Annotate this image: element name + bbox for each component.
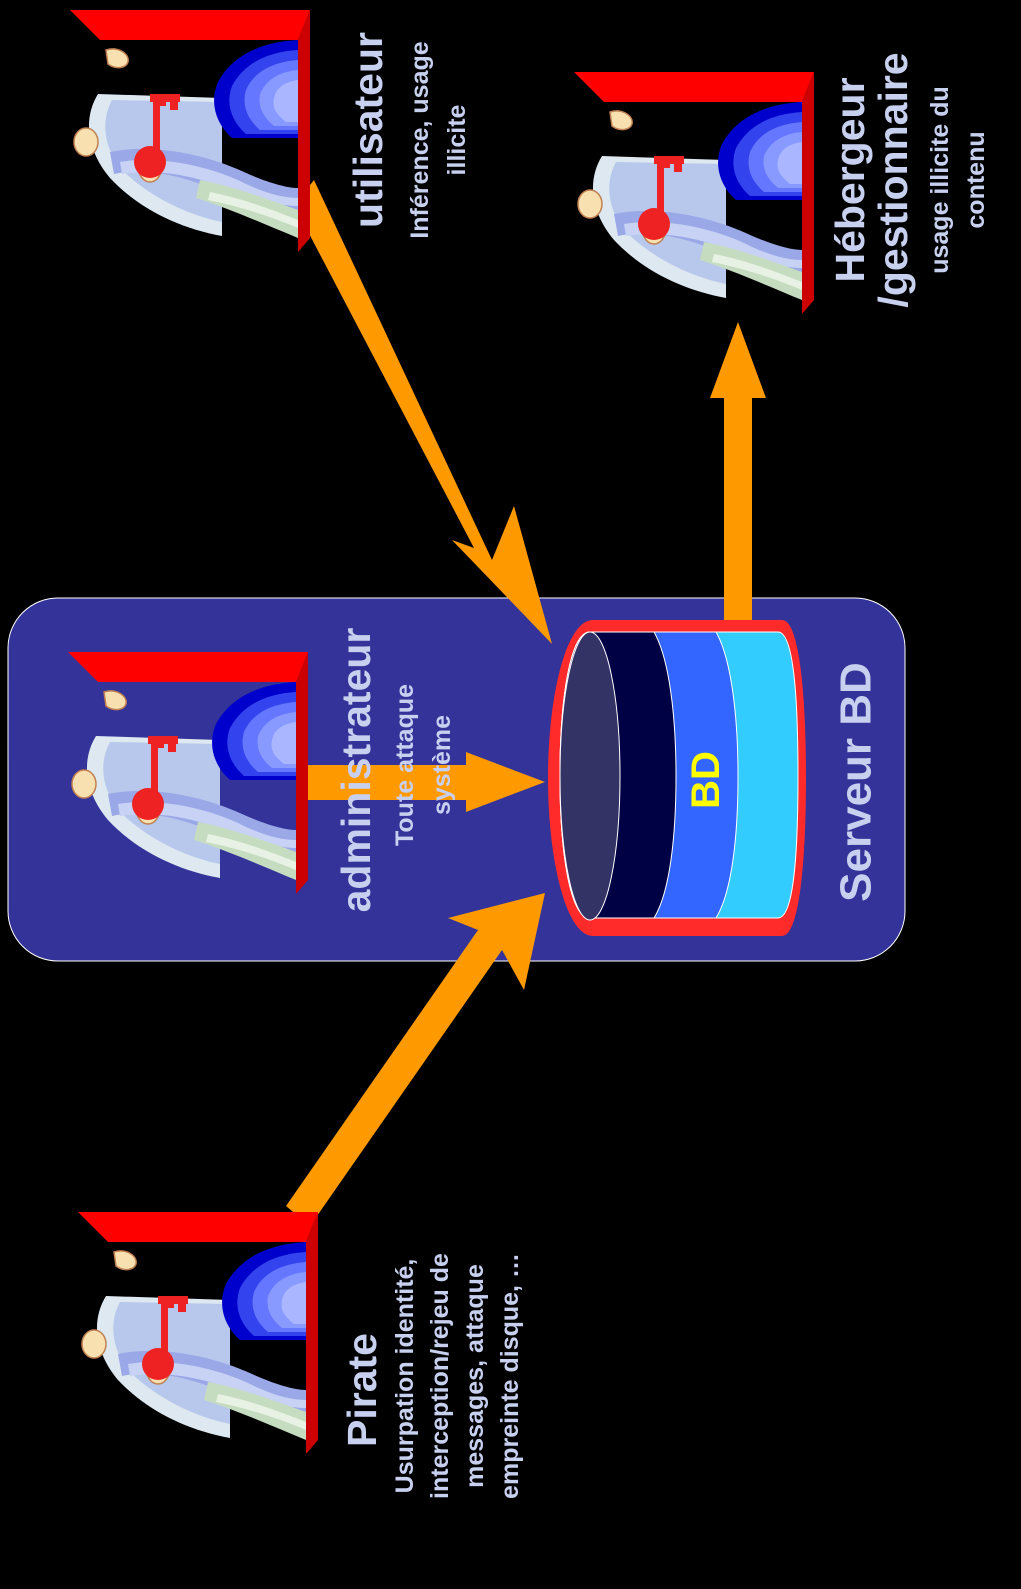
hebergeur-figure: [573, 71, 815, 315]
utilisateur-title: utilisateur: [345, 32, 391, 228]
db-label: BD: [684, 751, 728, 809]
hebergeur-description-line: contenu: [962, 131, 990, 228]
administrateur-description-line: système: [428, 715, 456, 815]
arrow-pirate-to-db: [286, 893, 545, 1226]
administrateur-description-line: Toute attaque: [391, 684, 419, 846]
hebergeur-description-line: usage illicite du: [926, 86, 954, 274]
utilisateur-description-line: Inférence, usage: [406, 41, 434, 238]
administrateur-title: administrateur: [333, 628, 379, 913]
arrow-utilisateur-to-db: [294, 180, 552, 644]
server-label: Serveur BD: [832, 662, 881, 902]
utilisateur-figure: [69, 9, 311, 253]
pirate-title: Pirate: [339, 1333, 385, 1447]
pirate-figure: [77, 1211, 319, 1455]
pirate-description-line: interception/rejeu de: [426, 1253, 454, 1499]
pirate-description-line: Usurpation identité,: [391, 1259, 419, 1494]
arrow-db-to-hebergeur: [710, 322, 766, 628]
hebergeur-title-line: /gestionnaire: [870, 52, 916, 307]
hebergeur-title-line: Hébergeur: [827, 77, 873, 282]
pirate-description-line: empreinte disque, …: [496, 1253, 524, 1499]
utilisateur-description-line: illicite: [443, 104, 471, 175]
database-cylinder: [548, 620, 806, 936]
arrow-administrateur-to-db: [306, 752, 545, 812]
pirate-description-line: messages, attaque: [461, 1264, 489, 1488]
